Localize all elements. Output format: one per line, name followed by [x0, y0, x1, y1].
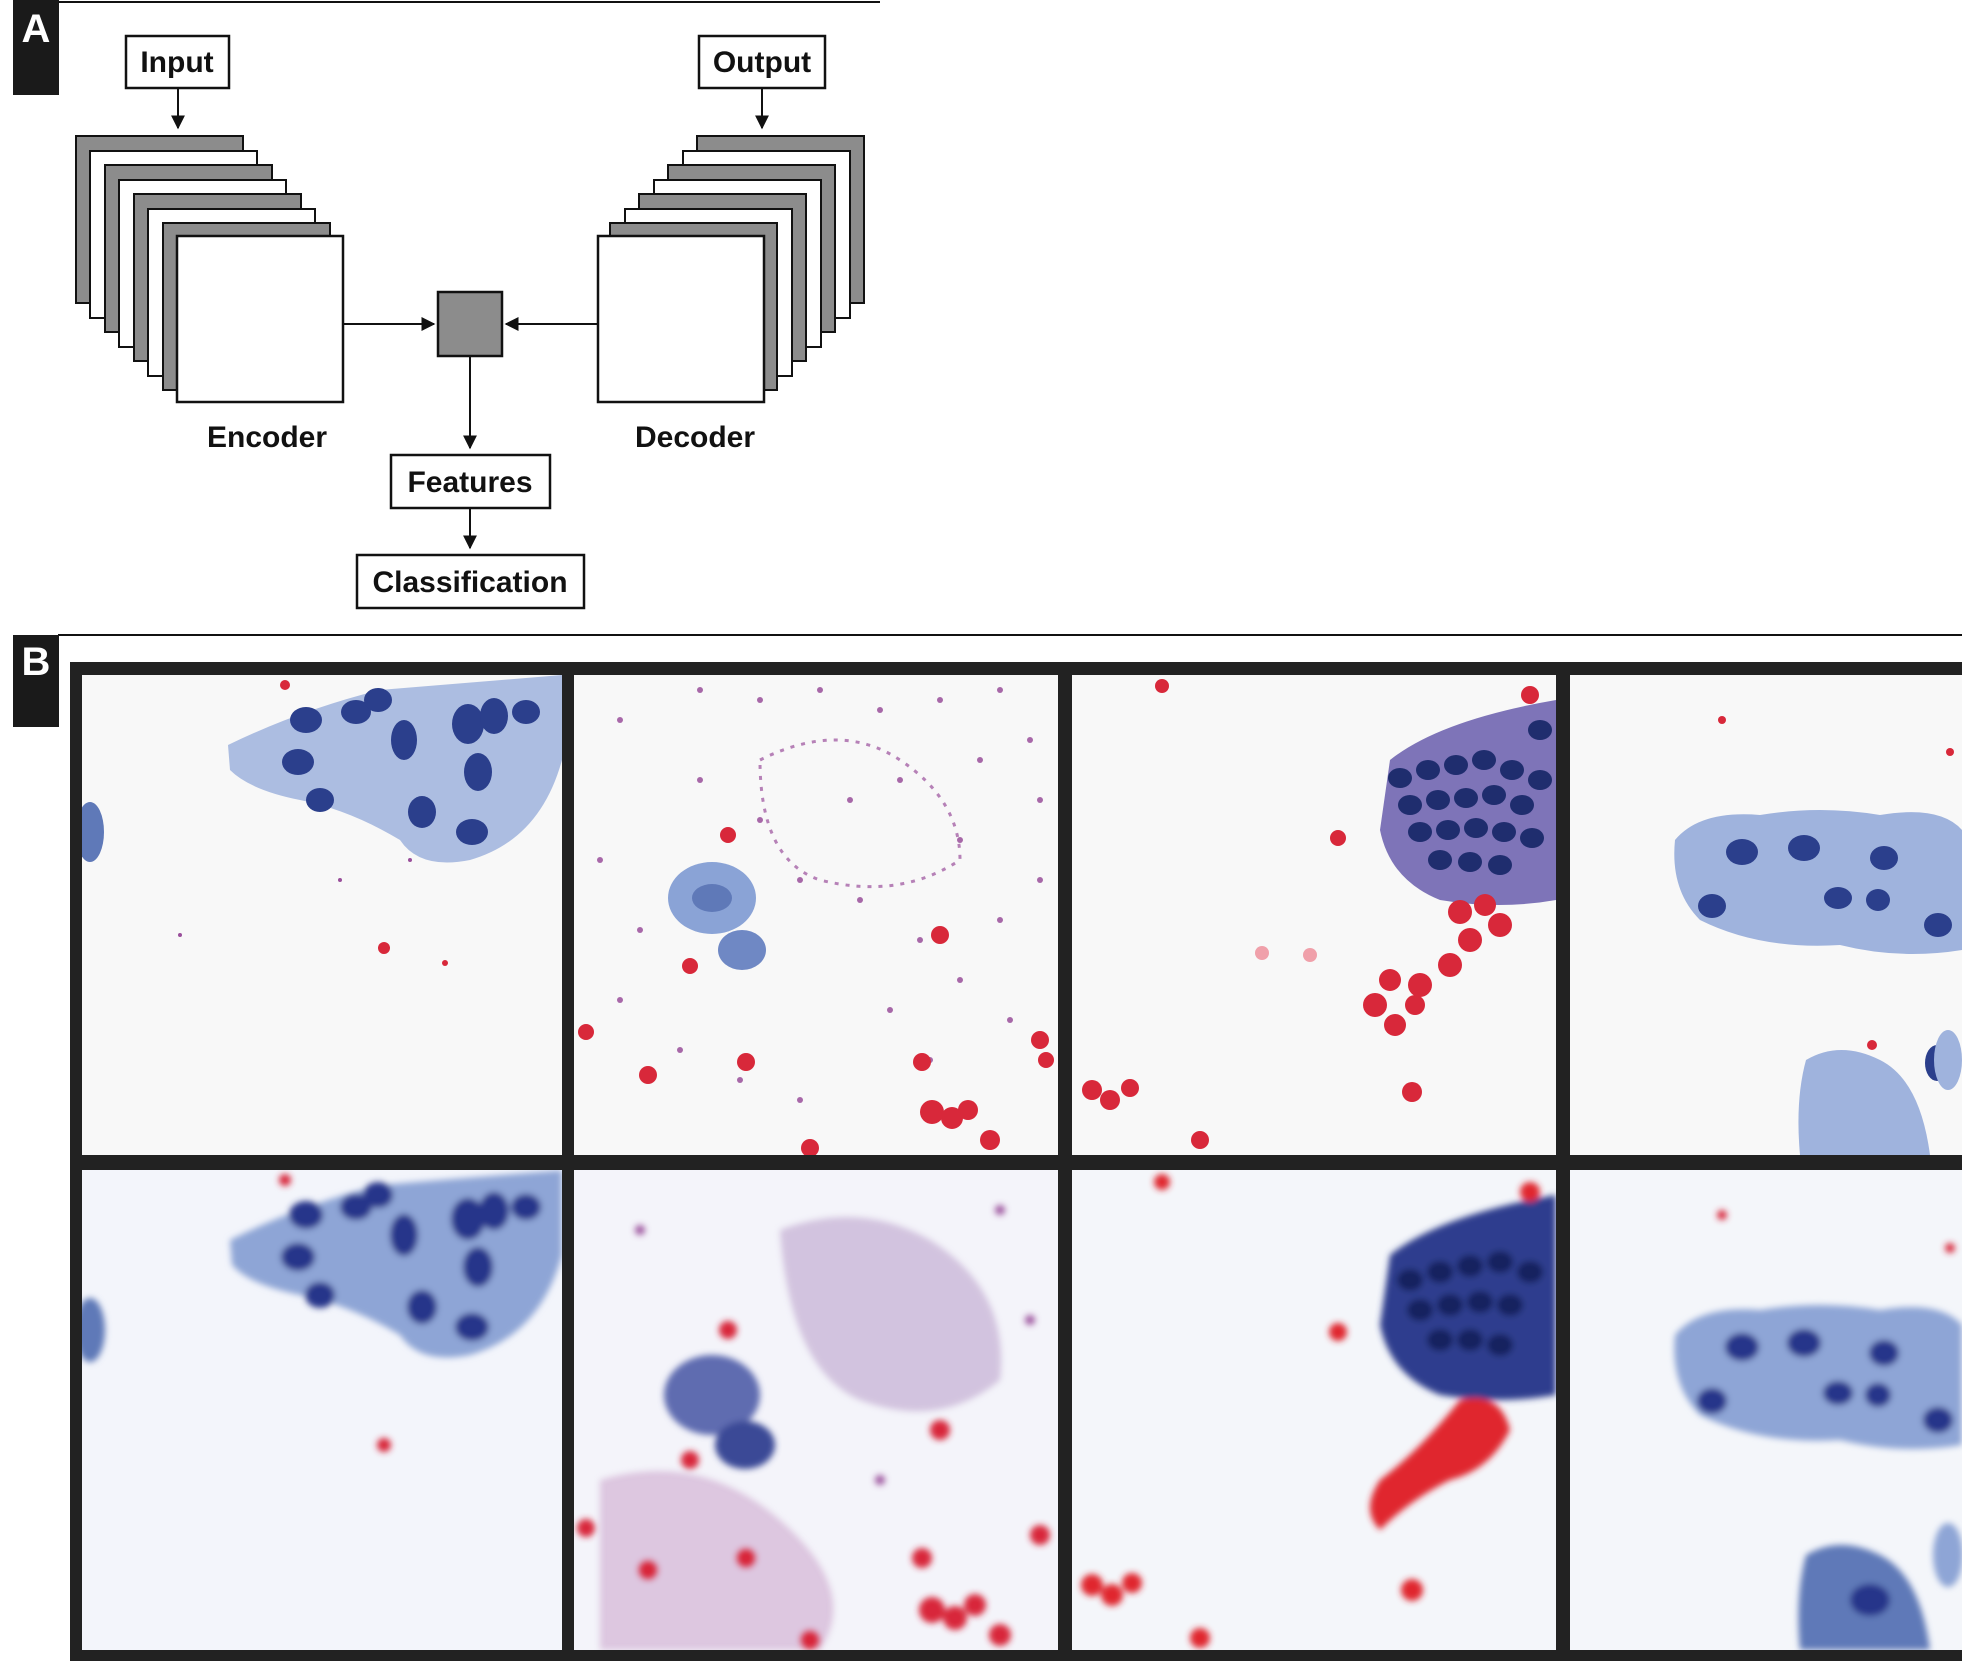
panel-b: B: [13, 634, 1962, 1661]
input-box: [124, 34, 231, 90]
input-label: Input: [140, 46, 213, 79]
panel-b-label-tab: [13, 635, 59, 727]
reconstructed-images-row: [82, 1170, 1962, 1650]
panel-a-label-tab: [13, 0, 59, 95]
dense-cluster-image: [1072, 675, 1556, 1155]
latent-bottleneck-square: [436, 290, 504, 358]
cell-sheet-image: [1570, 1170, 1962, 1650]
output-label: Output: [713, 46, 811, 79]
encoder-layer-front: [175, 234, 345, 404]
classification-label: Classification: [372, 566, 567, 599]
bacteria-background-image: [574, 675, 1058, 1155]
features-label: Features: [407, 466, 532, 499]
classification-box: [355, 553, 586, 610]
decoder-layer-front: [596, 234, 766, 404]
cell-cluster-image: [82, 1170, 562, 1650]
decoder-label: Decoder: [635, 421, 755, 454]
bacteria-background-image: [574, 1170, 1058, 1650]
dense-cluster-image: [1072, 1170, 1556, 1650]
decoder-stack: [596, 135, 865, 404]
encoder-stack: [75, 135, 345, 404]
panel-a-letter: A: [22, 7, 51, 51]
cell-cluster-image: [82, 675, 562, 1155]
panel-b-letter: B: [22, 640, 51, 684]
features-box: [389, 453, 552, 510]
original-images-row: [82, 675, 1962, 1155]
panel-a: A Input Output Encoder: [13, 0, 880, 610]
encoder-label: Encoder: [207, 421, 327, 454]
cell-sheet-image: [1570, 675, 1962, 1155]
